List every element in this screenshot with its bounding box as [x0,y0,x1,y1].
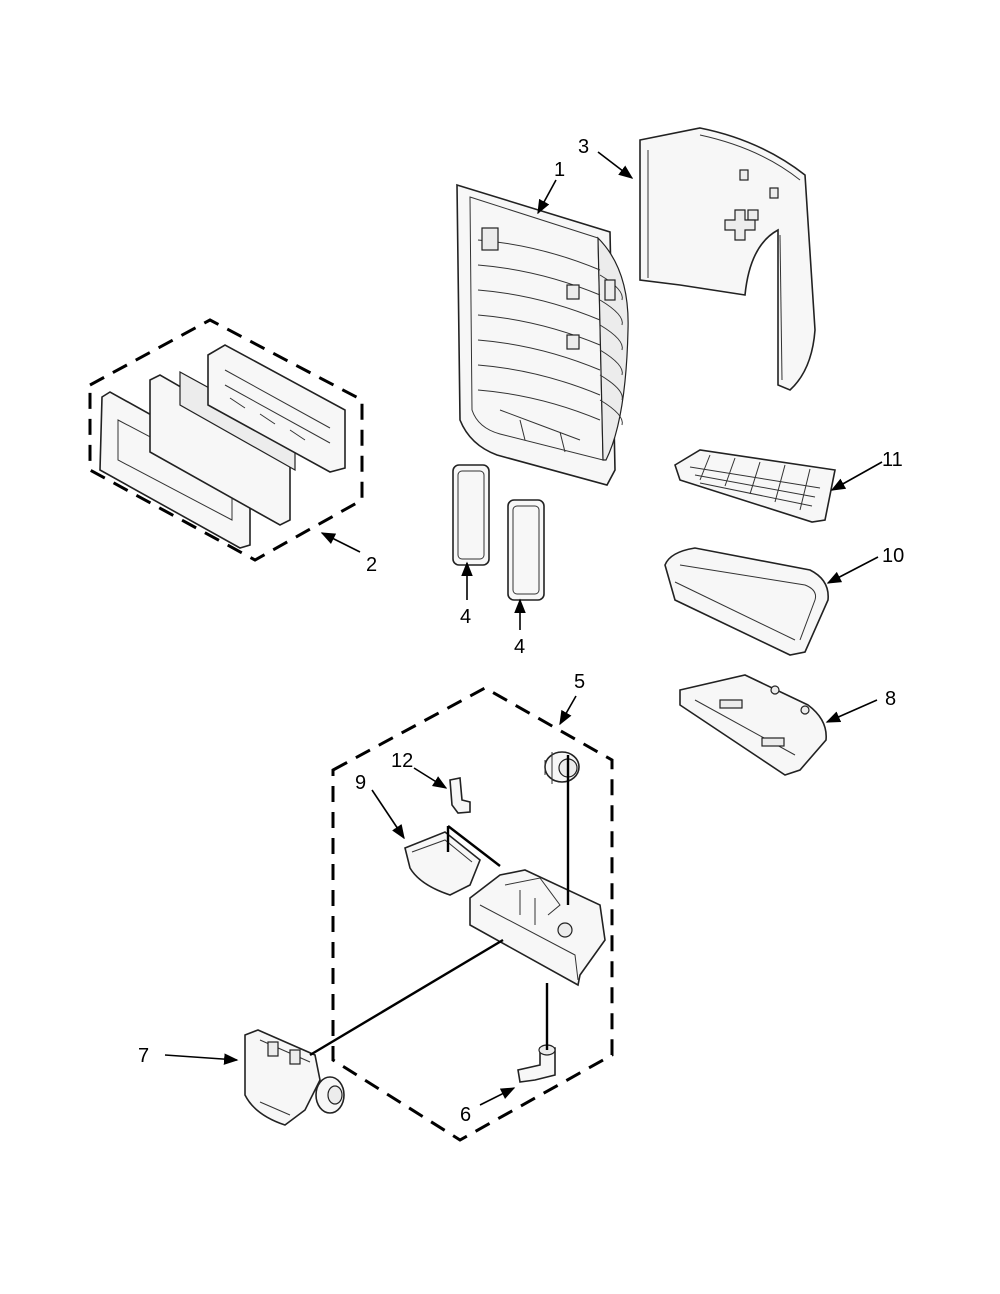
part-2-control-panel-assembly [88,318,364,562]
part-4-pad-right [507,499,545,601]
callout-12: 12 [391,750,413,772]
part-7-motor-assembly [244,1029,345,1126]
part-11-drip-grille [674,449,836,523]
callout-8: 8 [885,688,896,710]
part-12-clip [449,777,471,814]
part-10-drip-tray [664,547,829,656]
assembly-connection-lines [309,755,570,1057]
callout-4-left: 4 [460,606,471,628]
callout-9: 9 [355,772,366,794]
callout-2: 2 [366,554,377,576]
part-3-dispenser-cover [639,127,816,391]
part-8-tray-base [679,674,827,776]
callout-labels: 1 2 3 4 4 5 6 7 8 9 10 11 12 [138,136,904,1126]
callout-1: 1 [554,159,565,181]
callout-7: 7 [138,1045,149,1067]
leader-arrows [164,151,883,1106]
callout-11: 11 [882,449,903,471]
part-4-pad-left [452,464,490,566]
part-9-funnel [404,831,481,896]
callout-4-right: 4 [514,636,525,658]
callout-6: 6 [460,1104,471,1126]
part-5-dispenser-assembly [331,686,614,1142]
part-1-dispenser-housing [456,183,629,486]
callout-10: 10 [882,545,904,567]
callout-5: 5 [574,671,585,693]
callout-3: 3 [578,136,589,158]
